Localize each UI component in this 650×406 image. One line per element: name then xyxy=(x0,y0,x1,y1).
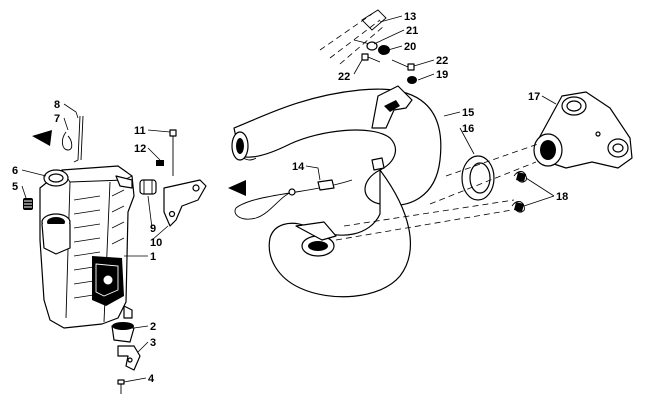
callout-1: 1 xyxy=(150,251,156,263)
grommet-part-2 xyxy=(111,322,135,343)
nut-part-20 xyxy=(378,45,390,55)
bolt-part-4 xyxy=(117,379,125,394)
direction-arrow-center xyxy=(228,180,246,196)
callout-7: 7 xyxy=(54,113,60,125)
rod-part-8 xyxy=(73,115,84,163)
bracket-part-10 xyxy=(163,179,207,227)
nut-part-19 xyxy=(407,76,417,84)
callout-22-left: 22 xyxy=(338,71,350,83)
pipe-mount-bracket xyxy=(371,85,413,129)
exhaust-pipe-part-15 xyxy=(231,88,442,298)
rubber-ring-part-6 xyxy=(43,169,69,187)
clip-part-7 xyxy=(61,131,73,151)
callout-16: 16 xyxy=(462,123,474,135)
callout-5: 5 xyxy=(12,181,18,193)
callout-20: 20 xyxy=(404,41,416,53)
callout-18: 18 xyxy=(556,191,568,203)
callout-labels: 8 7 6 5 1 2 3 4 11 12 9 10 14 13 21 20 2… xyxy=(12,11,568,385)
bolt-part-22-right xyxy=(391,59,415,71)
alignment-lines xyxy=(335,143,539,241)
callout-4: 4 xyxy=(148,373,155,385)
spring-part-5 xyxy=(23,198,33,210)
callout-19: 19 xyxy=(436,69,448,81)
bolt-part-22-left xyxy=(361,53,381,63)
manifold-part-17 xyxy=(533,91,633,169)
callout-8: 8 xyxy=(54,99,60,111)
muffler-assembly xyxy=(39,165,135,329)
callout-3: 3 xyxy=(150,337,156,349)
spring-part-18-lower xyxy=(511,201,525,213)
frame-outline-dashed xyxy=(319,9,387,65)
callout-15: 15 xyxy=(462,107,474,119)
callout-17: 17 xyxy=(528,91,540,103)
callout-11: 11 xyxy=(134,125,146,137)
direction-arrow-left xyxy=(32,130,52,146)
stud-part-13 xyxy=(353,39,371,45)
callout-12: 12 xyxy=(134,143,146,155)
gasket-part-16 xyxy=(461,155,495,201)
callout-2: 2 xyxy=(150,321,156,333)
callout-22-right: 22 xyxy=(436,55,448,67)
leader-lines xyxy=(21,15,557,383)
sensor-cable-part-14 xyxy=(234,179,353,220)
washer-part-12 xyxy=(156,160,164,166)
callout-6: 6 xyxy=(12,165,18,177)
bracket-part-3 xyxy=(117,345,141,371)
bolt-part-11 xyxy=(169,129,177,176)
callout-9: 9 xyxy=(150,223,156,235)
callout-10: 10 xyxy=(150,237,162,249)
callout-13: 13 xyxy=(404,11,416,23)
callout-21: 21 xyxy=(406,25,418,37)
callout-14: 14 xyxy=(292,161,305,173)
bushing-part-9 xyxy=(139,179,157,195)
spring-part-18-upper xyxy=(513,171,527,183)
